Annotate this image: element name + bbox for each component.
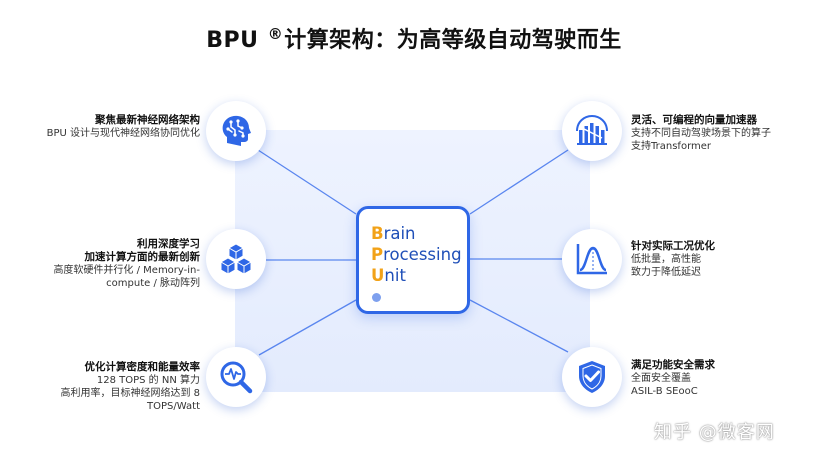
connector-accelerator — [469, 149, 569, 215]
feature-title: 聚焦最新神经网络架构 — [95, 114, 200, 126]
feature-title: 满足功能安全需求 — [631, 359, 715, 371]
page-title: BPU ®计算架构：为高等级自动驾驶而生 — [0, 22, 828, 54]
initial-b: B — [371, 224, 384, 243]
title-text: 计算架构：为高等级自动驾驶而生 — [284, 28, 622, 53]
feature-title: 加速计算方面的最新创新 — [84, 251, 201, 263]
feature-desc: 高利用率，目标神经网络达到 8 — [60, 388, 200, 399]
feature-desc: 支持Transformer — [631, 141, 712, 152]
connector-magnifier — [258, 299, 357, 356]
shield-check-icon — [579, 361, 605, 393]
programmable-accelerator-icon — [576, 114, 608, 145]
center-line-processing: Processing — [371, 244, 467, 265]
feature-compute-density: 优化计算密度和能量效率 128 TOPS 的 NN 算力 高利用率，目标神经网络… — [0, 361, 200, 413]
center-dot — [372, 293, 381, 302]
shield-node — [562, 347, 622, 407]
feature-desc: 致力于降低延迟 — [631, 267, 701, 278]
feature-functional-safety: 满足功能安全需求 全面安全覆盖 ASIL-B SEooC — [631, 359, 821, 398]
feature-desc: 128 TOPS 的 NN 算力 — [96, 375, 200, 386]
cubes-icon — [220, 243, 252, 275]
rest-rain: rain — [383, 224, 416, 243]
feature-vector-accelerator: 灵活、可编程的向量加速器 支持不同自动驾驶场景下的算子 支持Transforme… — [631, 114, 821, 153]
accelerator-node — [562, 101, 622, 161]
rest-nit: nit — [384, 266, 406, 285]
brain-head-icon — [222, 115, 251, 146]
center-line-brain: Brain — [371, 223, 467, 244]
feature-title: 灵活、可编程的向量加速器 — [631, 114, 757, 126]
feature-desc: 支持不同自动驾驶场景下的算子 — [631, 128, 771, 139]
feature-desc: ASIL-B SEooC — [631, 386, 698, 397]
magnifier-node — [206, 347, 266, 407]
feature-nn-architecture: 聚焦最新神经网络架构 BPU 设计与现代神经网络协同优化 — [0, 114, 200, 140]
initial-p: P — [371, 245, 384, 264]
connector-shield — [469, 299, 569, 353]
center-line-unit: Unit — [371, 265, 467, 286]
feature-title: 利用深度学习 — [137, 238, 200, 250]
feature-desc: 低批量，高性能 — [631, 254, 701, 265]
initial-u: U — [371, 266, 385, 285]
connector-brain — [257, 149, 357, 215]
magnifier-pulse-icon — [220, 361, 253, 394]
bpu-center-box: Brain Processing Unit — [356, 206, 470, 314]
bell-curve-node — [562, 229, 622, 289]
brain-head-node — [206, 101, 266, 161]
feature-title: 针对实际工况优化 — [631, 240, 715, 252]
feature-desc: TOPS/Watt — [147, 401, 200, 412]
feature-deep-learning: 利用深度学习 加速计算方面的最新创新 高度软硬件并行化 / Memory-in-… — [0, 238, 200, 290]
bell-curve-icon — [576, 244, 607, 275]
watermark: 知乎 @微客网 — [654, 422, 775, 443]
title-prefix: BPU — [206, 28, 267, 53]
rest-rocessing: rocessing — [383, 245, 462, 264]
cubes-node — [206, 229, 266, 289]
feature-desc: compute / 脉动阵列 — [106, 278, 200, 289]
registered-mark: ® — [267, 24, 284, 43]
feature-desc: BPU 设计与现代神经网络协同优化 — [46, 128, 200, 139]
feature-desc: 全面安全覆盖 — [631, 373, 691, 384]
feature-title: 优化计算密度和能量效率 — [84, 361, 201, 373]
feature-real-workload: 针对实际工况优化 低批量，高性能 致力于降低延迟 — [631, 240, 821, 279]
feature-desc: 高度软硬件并行化 / Memory-in- — [53, 265, 200, 276]
